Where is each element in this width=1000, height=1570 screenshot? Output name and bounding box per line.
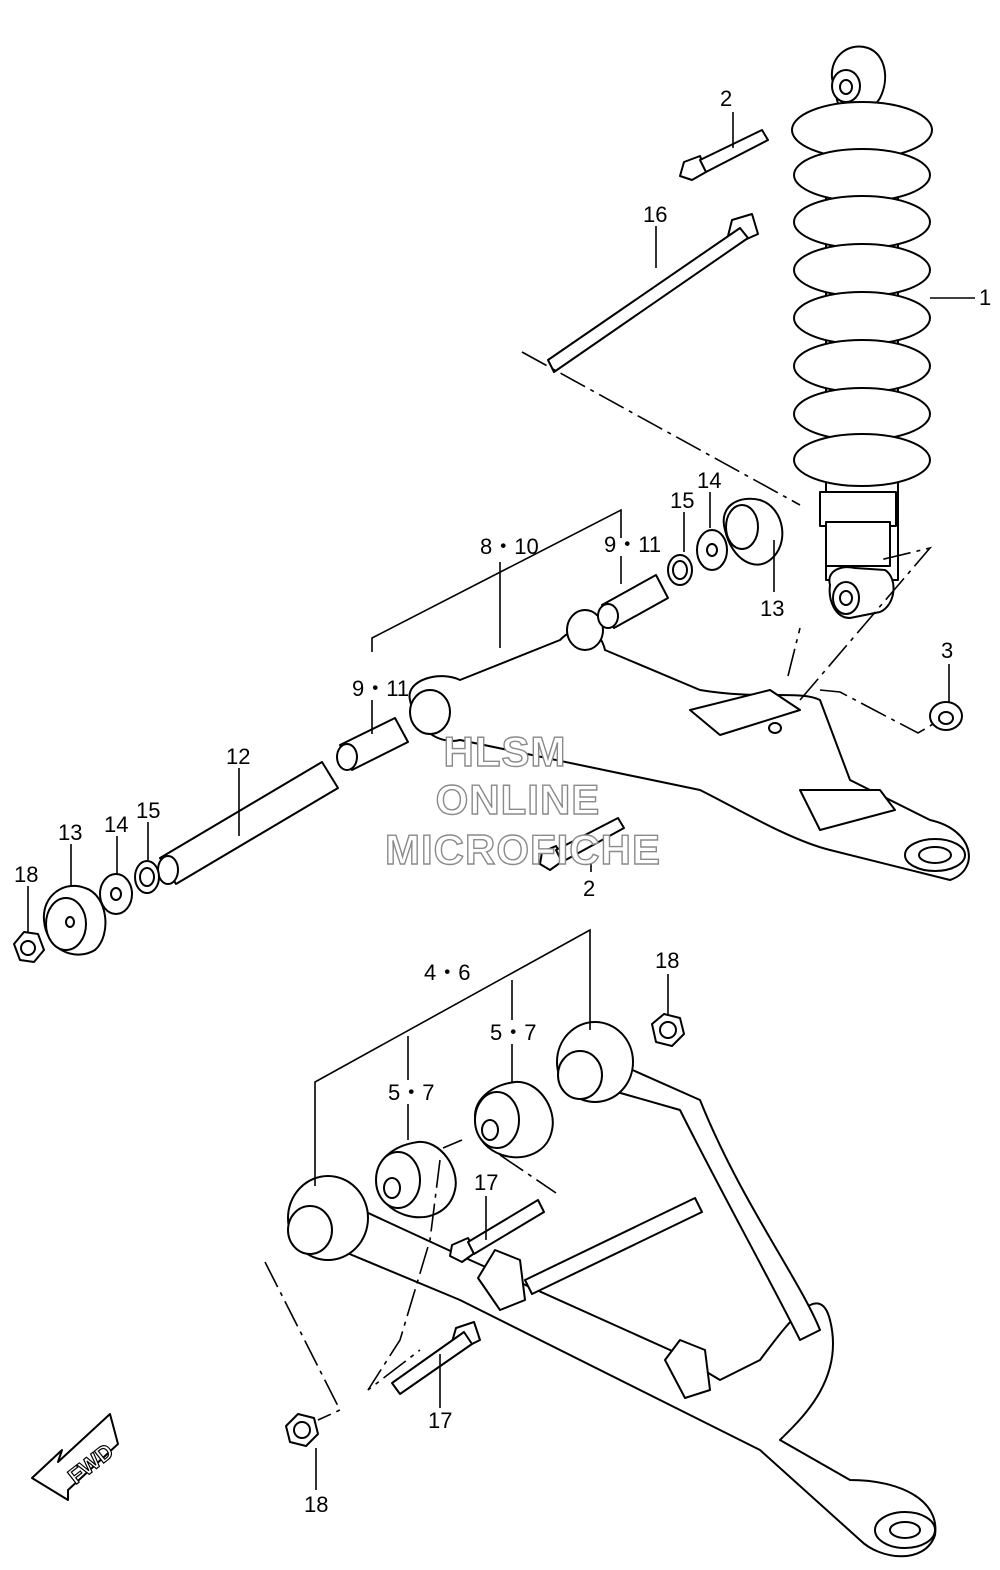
nut-18-right bbox=[651, 1013, 685, 1047]
callout-13-left: 13 bbox=[58, 820, 82, 845]
callout-9-11-right: 9・11 bbox=[604, 532, 661, 557]
callout-1: 1 bbox=[979, 285, 991, 310]
fwd-arrow-icon bbox=[31, 1413, 119, 1501]
bolt-16 bbox=[547, 213, 759, 373]
bolt-17-upper bbox=[449, 1199, 545, 1263]
cushion-13-right bbox=[722, 497, 784, 566]
callout-2-top: 2 bbox=[720, 86, 732, 111]
callout-5-7-right: 5・7 bbox=[490, 1020, 536, 1045]
watermark: HLSM ONLINE MICROFICHE bbox=[384, 727, 661, 873]
coil-spring bbox=[791, 101, 933, 487]
callout-9-11-left: 9・11 bbox=[352, 676, 409, 701]
callout-4-6: 4・6 bbox=[424, 960, 470, 985]
nut-18-bottom bbox=[285, 1413, 319, 1447]
callout-18-bottom: 18 bbox=[304, 1492, 328, 1517]
watermark-line-3: MICROFICHE bbox=[385, 826, 661, 873]
callout-18-right: 18 bbox=[655, 948, 679, 973]
bushing-9-11-left bbox=[336, 717, 409, 771]
callout-15-right: 15 bbox=[670, 488, 694, 513]
bushing-5-7-left bbox=[375, 1140, 457, 1219]
cushion-13-left bbox=[42, 884, 107, 956]
watermark-line-1: HLSM bbox=[444, 728, 567, 775]
callout-18-left: 18 bbox=[14, 862, 38, 887]
watermark-line-2: ONLINE bbox=[436, 776, 601, 823]
shock-absorber bbox=[791, 45, 933, 619]
callout-13-right: 13 bbox=[760, 596, 784, 621]
callout-8-10: 8・10 bbox=[480, 534, 539, 559]
callout-2-mid: 2 bbox=[583, 876, 595, 901]
callout-17-lower: 17 bbox=[428, 1408, 452, 1433]
nut-18-left bbox=[13, 931, 45, 963]
callout-3: 3 bbox=[941, 638, 953, 663]
bushing-5-7-right bbox=[474, 1080, 554, 1159]
washer-14-left bbox=[99, 873, 133, 915]
callout-14-left: 14 bbox=[104, 812, 128, 837]
collar-15-left bbox=[134, 860, 160, 894]
bushing-9-11-right bbox=[597, 574, 669, 629]
nut-3 bbox=[929, 701, 963, 731]
callout-14-right: 14 bbox=[697, 468, 721, 493]
callout-5-7-left: 5・7 bbox=[388, 1080, 434, 1105]
callout-12: 12 bbox=[226, 744, 250, 769]
bolt-2-top bbox=[679, 129, 769, 181]
bolt-2-mid bbox=[539, 817, 625, 871]
washer-14-right bbox=[696, 529, 728, 571]
callout-17-upper: 17 bbox=[474, 1170, 498, 1195]
collar-15-right bbox=[667, 554, 693, 586]
assembly-lines bbox=[264, 351, 941, 1421]
bolt-17-lower bbox=[391, 1321, 481, 1395]
callout-16: 16 bbox=[643, 202, 667, 227]
callout-15-left: 15 bbox=[136, 798, 160, 823]
fwd-arrow-badge: FWD bbox=[31, 1413, 119, 1501]
lower-arm bbox=[287, 1021, 937, 1558]
pipe-12 bbox=[157, 761, 339, 885]
upper-arm bbox=[408, 609, 970, 881]
callout-labels: 1 2 16 8・10 9・11 15 14 13 3 9・11 12 2 15… bbox=[14, 86, 991, 1517]
leader-lines bbox=[27, 112, 975, 1490]
